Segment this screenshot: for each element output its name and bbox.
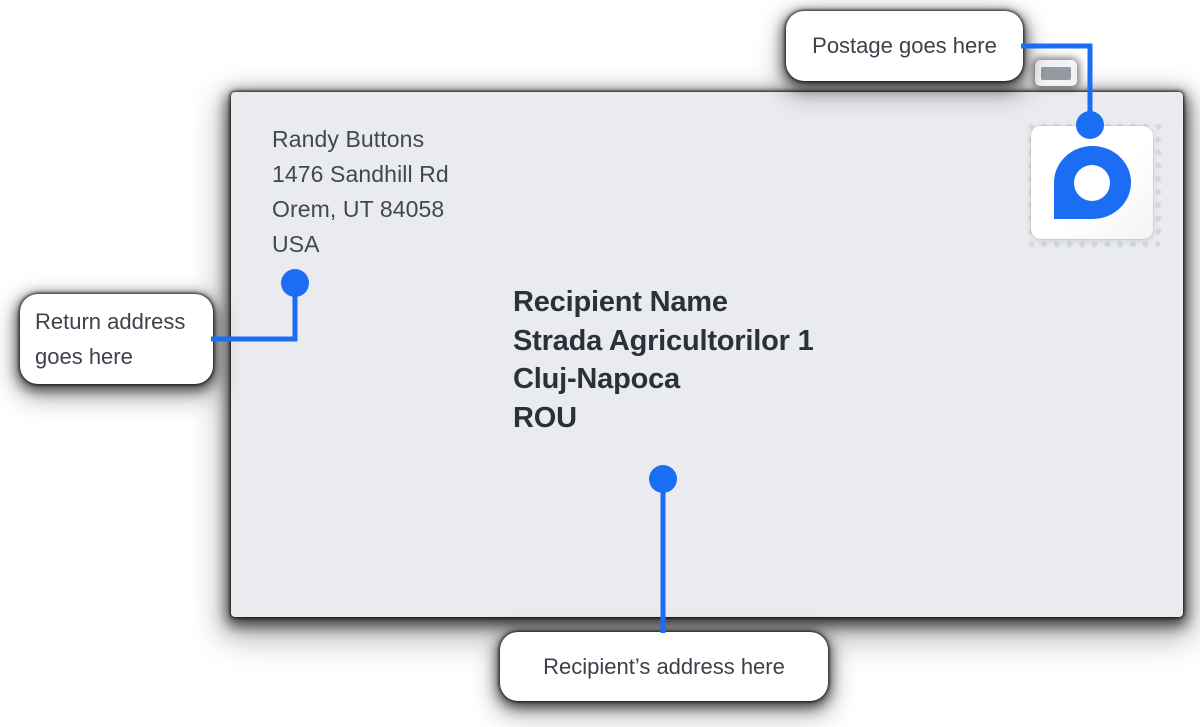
recipient-address-line: Recipient Name: [513, 286, 728, 318]
callout-return-address-label: Return address goes here: [35, 309, 186, 369]
return-address-line: Orem, UT 84058: [272, 196, 445, 222]
background-tab-artifact: [1035, 60, 1077, 86]
return-address-block: Randy Buttons 1476 Sandhill Rd Orem, UT …: [272, 122, 449, 262]
envelope: Randy Buttons 1476 Sandhill Rd Orem, UT …: [231, 92, 1183, 617]
postage-stamp: [1022, 117, 1162, 248]
recipient-address-line: Cluj-Napoca: [513, 363, 680, 395]
recipient-address-block: Recipient Name Strada Agricultorilor 1 C…: [513, 283, 814, 437]
return-address-line: Randy Buttons: [272, 126, 425, 152]
stamp-face: [1031, 126, 1153, 239]
callout-postage-label: Postage goes here: [812, 33, 997, 58]
callout-return-address: Return address goes here: [20, 294, 213, 384]
callout-recipient-address-label: Recipient’s address here: [543, 653, 785, 679]
location-pin-logo-icon: [1053, 146, 1131, 219]
callout-postage: Postage goes here: [786, 11, 1023, 81]
recipient-address-line: Strada Agricultorilor 1: [513, 324, 814, 357]
recipient-address-line: ROU: [513, 401, 577, 434]
return-address-line: 1476 Sandhill Rd: [272, 161, 449, 187]
callout-recipient-address: Recipient’s address here: [500, 632, 828, 701]
return-address-line: USA: [272, 231, 320, 257]
background-tab-inner: [1041, 66, 1071, 80]
